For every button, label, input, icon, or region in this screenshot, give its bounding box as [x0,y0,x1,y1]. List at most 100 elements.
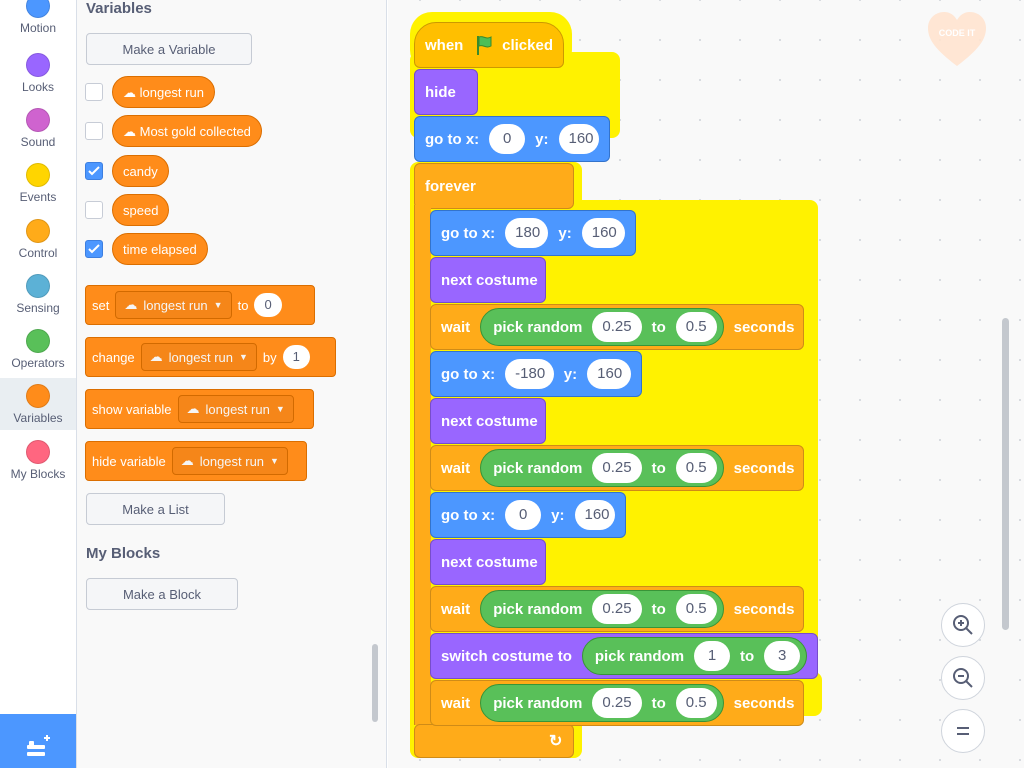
x-input[interactable]: -180 [505,359,554,389]
block-label: wait [441,459,471,477]
min-input[interactable]: 1 [694,641,731,671]
x-input[interactable]: 180 [505,218,549,248]
value-input[interactable]: 0 [254,293,282,317]
value-input[interactable]: 1 [282,345,310,369]
wait-block[interactable]: wait pick random 0.25 to 0.5 seconds [430,680,804,726]
y-input[interactable]: 160 [581,218,625,248]
y-input[interactable]: 160 [587,359,631,389]
block-label: show variable [92,401,172,417]
pick-random-block[interactable]: pick random 0.25 to 0.5 [480,308,724,346]
zoom-reset-button[interactable] [941,709,985,753]
variable-checkbox-time-elapsed[interactable] [85,240,103,258]
category-sensing[interactable]: Sensing [0,274,76,328]
block-label: forever [425,177,476,195]
zoom-in-button[interactable] [941,603,985,647]
max-input[interactable]: 3 [764,641,801,671]
pick-random-block[interactable]: pick random 1 to 3 [581,637,808,675]
block-label: pick random [493,459,583,477]
category-sound[interactable]: Sound [0,108,76,162]
y-input[interactable]: 160 [574,500,615,530]
wait-block[interactable]: wait pick random 0.25 to 0.5 seconds [430,586,804,632]
pick-random-block[interactable]: pick random 0.25 to 0.5 [480,449,724,487]
x-input[interactable]: 0 [505,500,542,530]
make-block-button[interactable]: Make a Block [86,578,238,610]
cloud-icon: ☁ [180,453,194,468]
chevron-down-icon: ▼ [238,352,248,362]
go-to-xy-block[interactable]: go to x: 0 y: 160 [414,116,610,162]
min-input[interactable]: 0.25 [592,453,642,483]
block-label: go to x: [441,506,496,524]
category-motion[interactable]: Motion [0,0,76,54]
my-blocks-dot-icon [26,440,50,464]
variable-dropdown[interactable]: ☁longest run▼ [177,395,294,423]
forever-block[interactable]: forever [414,163,574,209]
cloud-icon: ☁ [123,85,136,100]
block-label: to [651,600,666,618]
make-variable-button[interactable]: Make a Variable [86,33,252,65]
show-variable-block[interactable]: show variable ☁longest run▼ [85,389,314,429]
palette-scrollbar[interactable] [372,644,378,722]
pick-random-block[interactable]: pick random 0.25 to 0.5 [480,684,724,722]
min-input[interactable]: 0.25 [592,312,642,342]
min-input[interactable]: 0.25 [592,594,642,624]
category-events[interactable]: Events [0,163,76,217]
green-flag-icon [477,36,492,55]
hide-block[interactable]: hide [414,69,478,115]
variable-checkbox-longest-run[interactable] [85,83,103,101]
next-costume-block[interactable]: next costume [430,539,546,585]
go-to-xy-block[interactable]: go to x: -180 y: 160 [430,351,642,397]
set-variable-block[interactable]: set ☁longest run▼ to 0 [85,285,315,325]
variable-reporter-candy[interactable]: candy [112,155,169,187]
variable-dropdown[interactable]: ☁longest run▼ [171,447,288,475]
forever-block-footer: ↻ [414,724,574,758]
extension-icon [27,735,50,756]
category-operators[interactable]: Operators [0,329,76,383]
wait-block[interactable]: wait pick random 0.25 to 0.5 seconds [430,445,804,491]
make-list-button[interactable]: Make a List [86,493,225,525]
category-variables[interactable]: Variables [0,378,76,430]
wait-block[interactable]: wait pick random 0.25 to 0.5 seconds [430,304,804,350]
y-input[interactable]: 160 [558,124,599,154]
add-extension-button[interactable] [0,714,76,768]
zoom-in-icon [953,615,973,635]
category-looks[interactable]: Looks [0,53,76,107]
pick-random-block[interactable]: pick random 0.25 to 0.5 [480,590,724,628]
when-flag-clicked-block[interactable]: when clicked [414,22,564,68]
max-input[interactable]: 0.5 [675,453,717,483]
next-costume-block[interactable]: next costume [430,257,546,303]
variable-checkbox-speed[interactable] [85,201,103,219]
block-label: to [740,647,755,665]
variable-reporter-longest-run[interactable]: ☁ longest run [112,76,215,108]
variable-dropdown[interactable]: ☁longest run▼ [140,343,257,371]
switch-costume-block[interactable]: switch costume to pick random 1 to 3 [430,633,818,679]
block-label: to [237,297,249,313]
variable-reporter-speed[interactable]: speed [112,194,170,226]
max-input[interactable]: 0.5 [675,688,717,718]
code-it-badge: CODE IT [938,28,976,38]
hide-variable-block[interactable]: hide variable ☁longest run▼ [85,441,307,481]
zoom-out-button[interactable] [941,656,985,700]
looks-dot-icon [26,53,50,77]
category-my-blocks[interactable]: My Blocks [0,440,76,494]
go-to-xy-block[interactable]: go to x: 180 y: 160 [430,210,636,256]
workspace-scrollbar[interactable] [1002,318,1009,630]
max-input[interactable]: 0.5 [675,594,717,624]
block-label: when [425,36,464,54]
variable-checkbox-most-gold[interactable] [85,122,103,140]
max-input[interactable]: 0.5 [675,312,717,342]
min-input[interactable]: 0.25 [592,688,642,718]
variables-section-title: Variables [86,0,152,17]
change-variable-block[interactable]: change ☁longest run▼ by 1 [85,337,336,377]
go-to-xy-block[interactable]: go to x: 0 y: 160 [430,492,626,538]
category-label: Looks [21,80,55,94]
x-input[interactable]: 0 [489,124,526,154]
variable-dropdown[interactable]: ☁longest run▼ [115,291,232,319]
variable-reporter-time-elapsed[interactable]: time elapsed [112,233,208,265]
category-control[interactable]: Control [0,219,76,273]
dropdown-value: longest run [168,349,233,365]
block-label: seconds [733,318,795,336]
variable-checkbox-candy[interactable] [85,162,103,180]
next-costume-block[interactable]: next costume [430,398,546,444]
variable-reporter-most-gold[interactable]: ☁ Most gold collected [112,115,262,147]
block-label: y: [563,365,578,383]
